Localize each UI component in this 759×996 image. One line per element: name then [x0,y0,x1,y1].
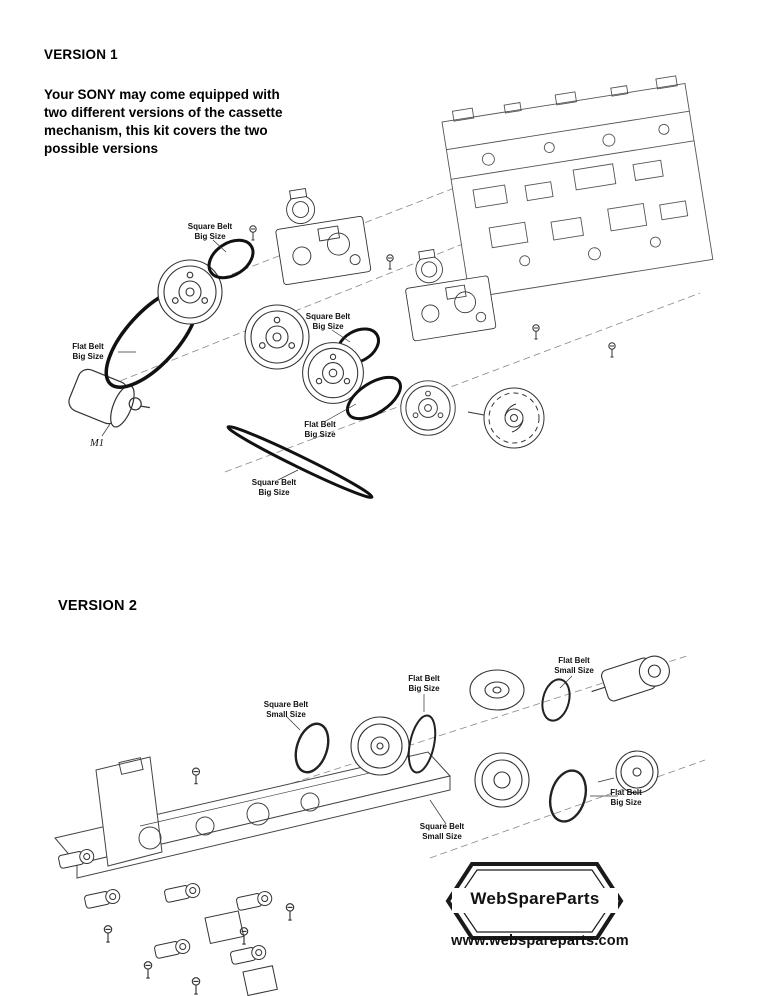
label-square-belt-big-1: Square Belt Big Size [180,222,240,242]
motor-m1 [68,368,150,428]
axis-line [429,759,706,859]
label-line: Big Size [194,232,226,241]
label-line: Flat Belt [408,674,440,683]
intro-paragraph: Your SONY may come equipped with two dif… [44,87,283,157]
screw-icon [143,961,153,979]
label-line: Square Belt [251,478,297,487]
version1-diagram [68,75,714,499]
label-flat-belt-big-v2-2: Flat Belt Big Size [596,788,656,808]
screw-icon [386,254,394,270]
screw-icon [249,225,257,241]
label-leader-lines [285,675,618,825]
shaft-line [467,411,485,416]
label-line: Square Belt [419,822,465,831]
label-line: Big Size [408,684,440,693]
brand-wordmark: WebSpareParts [470,889,600,908]
label-line: Flat Belt [558,656,590,665]
label-line: Flat Belt [72,342,104,351]
mechanism-block-1 [269,179,372,286]
label-square-belt-small-1: Square Belt Small Size [256,700,316,720]
chassis-panel [441,75,714,299]
label-line: Big Size [304,430,336,439]
label-line: Small Size [554,666,594,675]
shaft-line [597,777,615,783]
disc-pulley [469,669,525,711]
label-line: Square Belt [187,222,233,231]
version1-heading: VERSION 1 [44,47,118,62]
small-parts-cluster [57,847,295,996]
square-belt-big-1 [207,238,255,280]
roller-pulley [350,716,410,776]
plate-part [204,910,245,945]
label-line: Big Size [72,352,104,361]
label-flat-belt-small: Flat Belt Small Size [544,656,604,676]
webspareparts-logo-hexagon [445,862,624,940]
solenoid-part [235,889,274,912]
axis-line [224,292,701,473]
label-flat-belt-big-v2-1: Flat Belt Big Size [394,674,454,694]
version2-heading: VERSION 2 [58,598,138,614]
label-square-belt-big-2: Square Belt Big Size [298,312,358,332]
gear-wheel [483,387,545,449]
label-line: Big Size [610,798,642,807]
square-belt-big-long [226,425,374,499]
flat-belt-big-1 [407,714,437,774]
label-line: Big Size [312,322,344,331]
label-line: Small Size [266,710,306,719]
label-line: Square Belt [305,312,351,321]
screw-icon [239,927,249,945]
label-line: Small Size [422,832,462,841]
solenoid-part [229,943,268,966]
label-line: Flat Belt [610,788,642,797]
flywheel [157,259,223,325]
website-url: www.webspareparts.com [451,933,629,949]
screw-icon [532,324,540,340]
flat-belt-big-2 [548,769,588,823]
solenoid-part [83,887,122,910]
disc [615,750,659,794]
axis-line [239,654,691,801]
motor [591,655,670,702]
screw-icon [191,977,201,995]
chassis-bar [54,751,451,879]
square-belt-small-1 [294,722,330,774]
pulley [400,380,456,436]
label-line: Square Belt [263,700,309,709]
label-line: Flat Belt [304,420,336,429]
screw-icon [191,767,201,785]
label-flat-belt-big-1: Flat Belt Big Size [58,342,118,362]
flat-belt-small [541,678,571,722]
label-square-belt-small-2: Square Belt Small Size [412,822,472,842]
label-line: Big Size [258,488,290,497]
solenoid-part [153,937,192,960]
label-flat-belt-big-2: Flat Belt Big Size [290,420,350,440]
solenoid-part [163,881,202,904]
label-leader-lines [101,239,357,481]
label-motor-m1: M1 [90,438,104,449]
screw-icon [608,342,616,358]
screw-icon [103,925,113,943]
pulley [474,752,530,808]
flat-belt-big-2 [346,375,402,421]
label-square-belt-big-3: Square Belt Big Size [244,478,304,498]
version2-diagram [54,654,706,996]
plate-part [242,965,278,996]
screw-icon [285,903,295,921]
